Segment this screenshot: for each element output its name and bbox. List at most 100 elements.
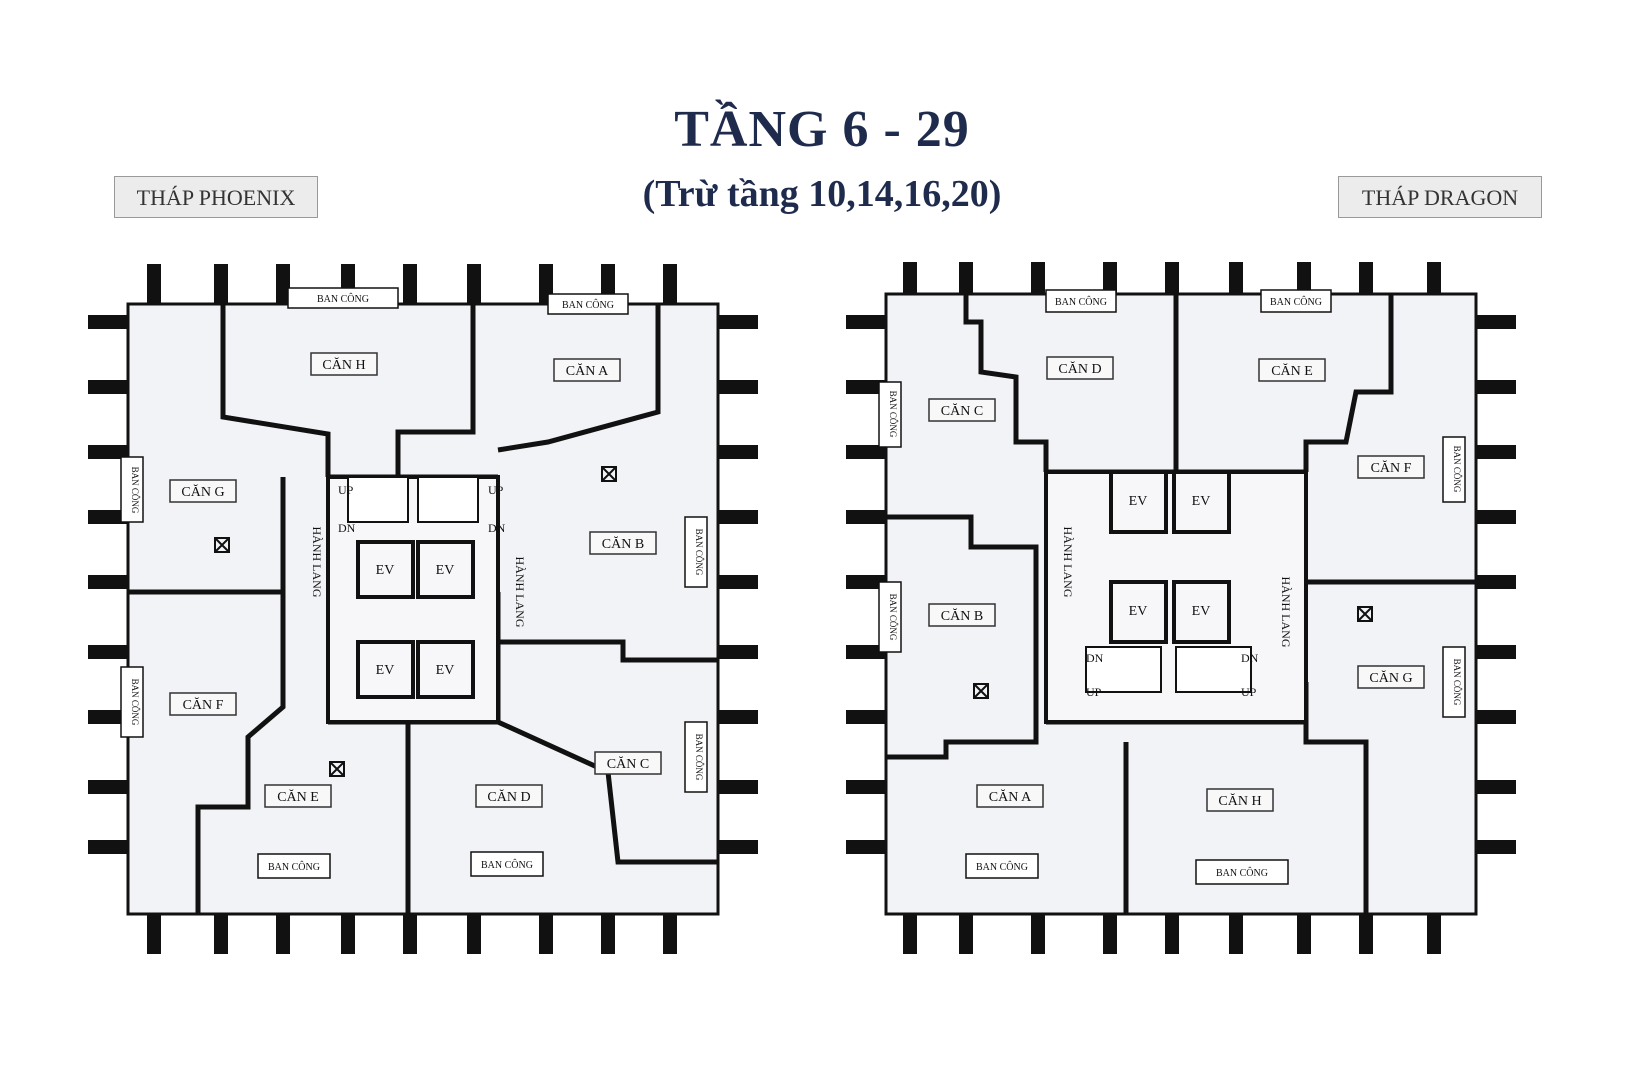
column [716,510,758,524]
unit-label-box [310,352,378,376]
unit-label: CĂN F [183,696,224,713]
column [1031,262,1045,296]
column [716,710,758,724]
column [276,264,290,306]
column [1427,262,1441,296]
column [1474,510,1516,524]
unit-label: CĂN H [322,356,365,373]
unit-label: CĂN H [1218,792,1261,809]
column [601,912,615,954]
stair-up-label: UP [1241,685,1257,699]
elevator-label: EV [376,663,395,678]
core: EV EV EV EV DN DN UP UP HÀNH LANG HÀNH L… [1044,470,1308,724]
column [846,645,888,659]
column [716,840,758,854]
column [1474,780,1516,794]
column [716,645,758,659]
column [1103,262,1117,296]
column [846,575,888,589]
column [716,780,758,794]
unit-label-box [976,784,1044,808]
unit-label: CĂN B [941,607,983,624]
column [846,780,888,794]
unit-label-box [553,358,621,382]
column [1474,315,1516,329]
column [1297,262,1311,296]
shaft-markers [973,606,1373,699]
column [1165,262,1179,296]
balcony-label: BAN CÔNG [562,299,614,311]
column [88,510,130,524]
balcony-label: BAN CÔNG [694,734,704,781]
unit-label: CĂN D [1058,360,1101,377]
balcony-label: BAN CÔNG [888,594,898,641]
column [1229,912,1243,954]
floor-plan-dragon: EV EV EV EV DN DN UP UP HÀNH LANG HÀNH L… [846,262,1516,954]
unit-label: CĂN F [1371,459,1412,476]
page-title: TẦNG 6 - 29 [674,101,970,158]
column [716,315,758,329]
unit-label: CĂN C [607,755,649,772]
balcony-label: BAN CÔNG [1216,867,1268,879]
column [276,912,290,954]
column [1229,262,1243,296]
column [88,380,130,394]
corridor-label: HÀNH LANG [1061,527,1075,598]
unit-label-box [928,398,996,422]
column [1474,445,1516,459]
column [88,645,130,659]
column [1031,912,1045,954]
column [214,264,228,306]
column [1359,912,1373,954]
page-subtitle: (Trừ tầng 10,14,16,20) [642,173,1002,215]
column [1474,575,1516,589]
column [716,445,758,459]
unit-label-box [1046,356,1114,380]
balcony-label: BAN CÔNG [1270,296,1322,308]
column [846,445,888,459]
structural-columns [88,264,758,954]
column [716,575,758,589]
column [88,445,130,459]
balcony-label: BAN CÔNG [268,861,320,873]
balcony-label: BAN CÔNG [1452,659,1462,706]
unit-label: CĂN D [487,788,530,805]
stair-up-label: UP [488,483,504,497]
column [467,264,481,306]
unit-label: CĂN A [989,788,1032,805]
column [903,912,917,954]
unit-label: CĂN G [1369,669,1412,686]
balcony-labels: BAN CÔNG BAN CÔNG BAN CÔNG BAN CÔNG BAN … [878,289,1466,885]
unit-label-box [594,751,662,775]
unit-label-box [264,784,332,808]
elevator-label: EV [376,563,395,578]
column [88,840,130,854]
balcony-label: BAN CÔNG [481,859,533,871]
column [959,912,973,954]
unit-label-box [1357,665,1425,689]
column [846,315,888,329]
column [88,575,130,589]
elevator-label: EV [436,663,455,678]
tower-label-dragon: THÁP DRAGON [1338,176,1542,218]
unit-label: CĂN C [941,402,983,419]
column [403,912,417,954]
column [1359,262,1373,296]
column [1427,912,1441,954]
column [846,380,888,394]
corridor-label: HÀNH LANG [513,557,527,628]
balcony-labels: BAN CÔNG BAN CÔNG BAN CÔNG BAN CÔNG BAN … [120,287,708,879]
column [903,262,917,296]
column [147,264,161,306]
stair-down-label: DN [1241,651,1259,665]
unit-label-box [475,784,543,808]
column [403,264,417,306]
stair-up-label: UP [338,483,354,497]
column [1103,912,1117,954]
column [539,912,553,954]
unit-label-box [1206,788,1274,812]
column [1474,840,1516,854]
column [1474,710,1516,724]
stair-up-label: UP [1086,685,1102,699]
